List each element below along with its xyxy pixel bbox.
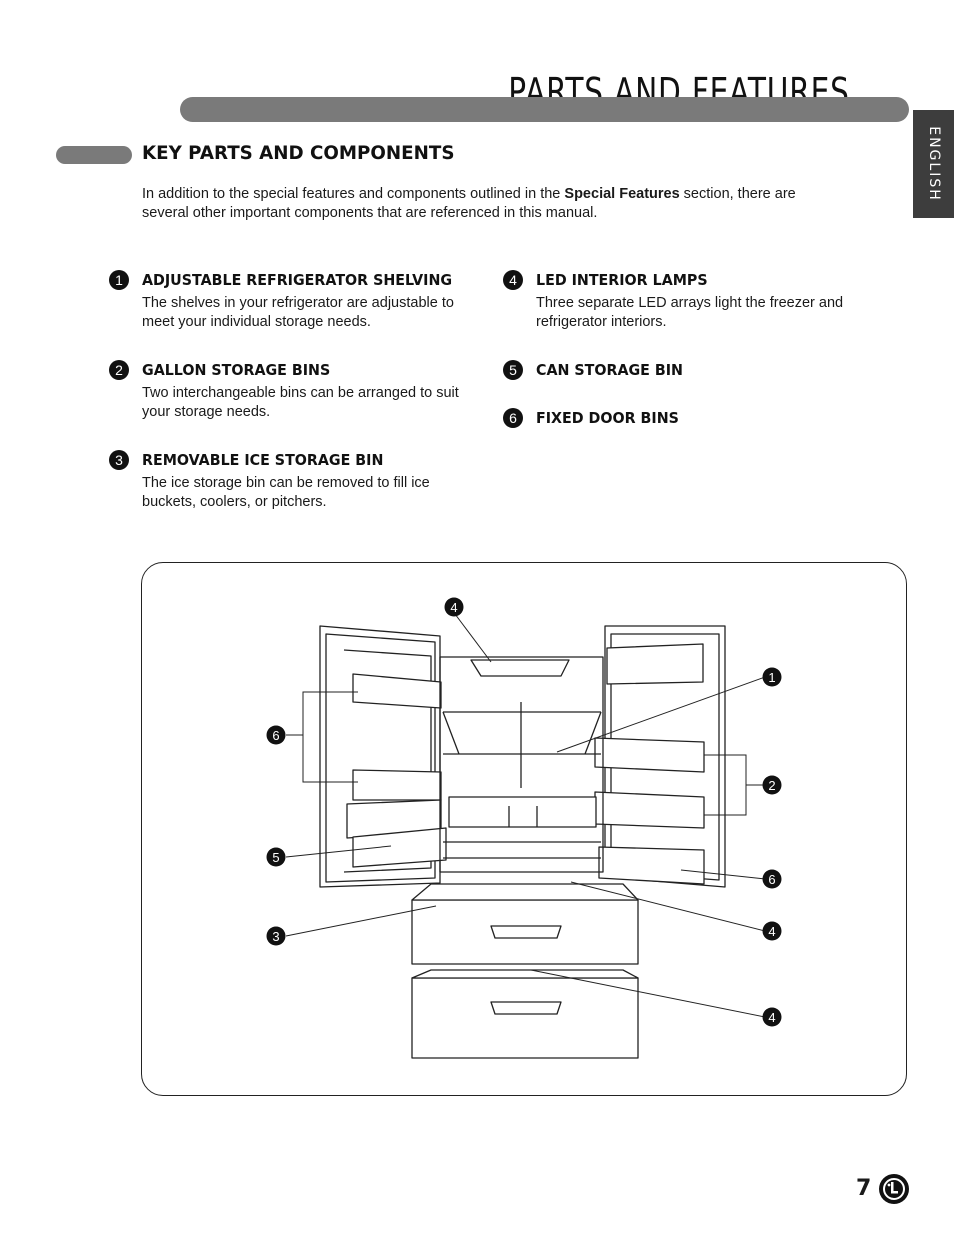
feature-number-badge: 2 [109,360,129,380]
feature-description: Three separate LED arrays light the free… [536,295,844,330]
title-bar [180,97,909,122]
freezer-drawers [411,883,639,1059]
svg-text:1: 1 [768,670,775,685]
svg-text:4: 4 [768,924,775,939]
intro-text-start: In addition to the special features and … [142,186,565,202]
refrigerator-diagram: 4 1 6 2 5 6 3 4 [266,597,782,1059]
left-door [319,625,447,888]
feature-shelving: 1 ADJUSTABLE REFRIGERATOR SHELVING The s… [109,270,472,332]
section-pill [56,146,132,164]
svg-text:6: 6 [272,728,279,743]
feature-title: GALLON STORAGE BINS [142,361,331,379]
callout-markers: 4 1 6 2 5 6 3 4 [266,597,782,1027]
lg-logo-icon [879,1174,909,1204]
feature-gallon-bins: 2 GALLON STORAGE BINS Two interchangeabl… [109,360,472,422]
svg-text:6: 6 [768,872,775,887]
language-tab: ENGLISH [913,110,954,218]
feature-can-bin: 5 CAN STORAGE BIN [503,360,881,380]
callout-led-top: 4 [444,597,464,617]
feature-number-badge: 1 [109,270,129,290]
feature-description: The ice storage bin can be removed to fi… [142,475,430,510]
svg-text:4: 4 [450,600,457,615]
feature-description: Two interchangeable bins can be arranged… [142,385,459,420]
right-door [594,625,726,888]
feature-ice-bin: 3 REMOVABLE ICE STORAGE BIN The ice stor… [109,450,472,512]
feature-led-lamps: 4 LED INTERIOR LAMPS Three separate LED … [503,270,881,332]
feature-number-badge: 6 [503,408,523,428]
callout-can-bin: 5 [266,847,286,867]
language-tab-label: ENGLISH [925,126,942,202]
feature-number-badge: 5 [503,360,523,380]
feature-title: ADJUSTABLE REFRIGERATOR SHELVING [142,271,453,289]
callout-door-bins-right: 6 [762,869,782,889]
feature-description: The shelves in your refrigerator are adj… [142,295,454,330]
leader-lines [285,613,766,1018]
svg-text:3: 3 [272,929,279,944]
feature-number-badge: 3 [109,450,129,470]
feature-title: FIXED DOOR BINS [536,409,679,427]
svg-text:2: 2 [768,778,775,793]
refrigerator-cabinet [439,656,604,873]
callout-shelving: 1 [762,667,782,687]
callout-ice-bin: 3 [266,926,286,946]
page-number: 7 [856,1176,872,1201]
feature-title: REMOVABLE ICE STORAGE BIN [142,451,384,469]
feature-number-badge: 4 [503,270,523,290]
callout-gallon-bins: 2 [762,775,782,795]
diagram-frame [141,562,907,1096]
intro-paragraph: In addition to the special features and … [142,185,802,223]
feature-door-bins: 6 FIXED DOOR BINS [503,408,881,428]
svg-text:5: 5 [272,850,279,865]
feature-title: CAN STORAGE BIN [536,361,683,379]
callout-led-bottom: 4 [762,1007,782,1027]
intro-bold-text: Special Features [564,186,680,202]
section-heading: KEY PARTS AND COMPONENTS [142,142,455,164]
feature-title: LED INTERIOR LAMPS [536,271,708,289]
svg-text:4: 4 [768,1010,775,1025]
callout-door-bins-left: 6 [266,725,286,745]
intro-text-end: section, there are several other importa… [142,186,796,221]
callout-led-freezer: 4 [762,921,782,941]
